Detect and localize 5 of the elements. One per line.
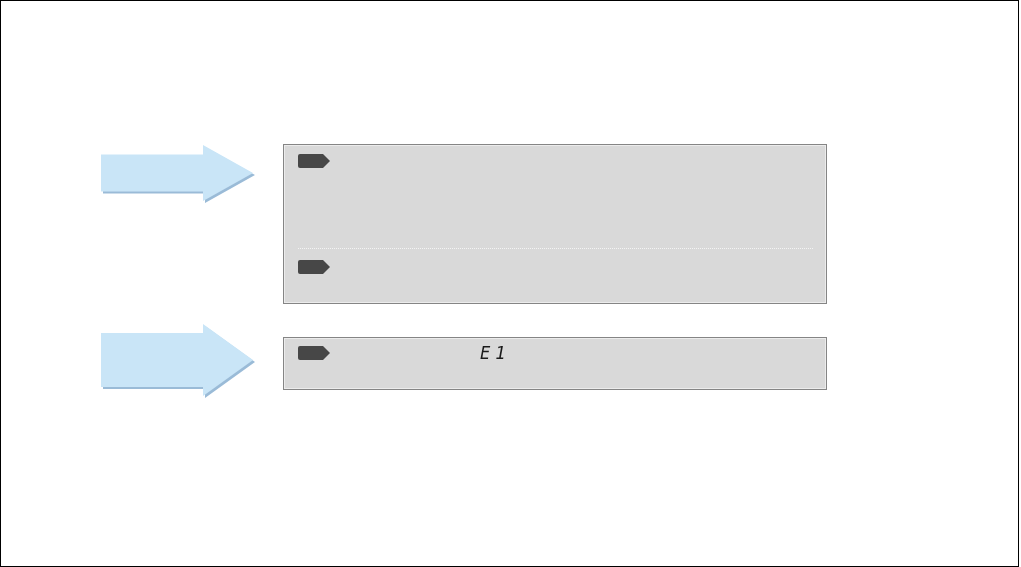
block-arrow — [101, 324, 253, 396]
block-arrow — [101, 145, 253, 201]
info-panel — [283, 337, 827, 390]
display-code: E1 — [480, 344, 511, 362]
info-panel — [283, 144, 827, 304]
